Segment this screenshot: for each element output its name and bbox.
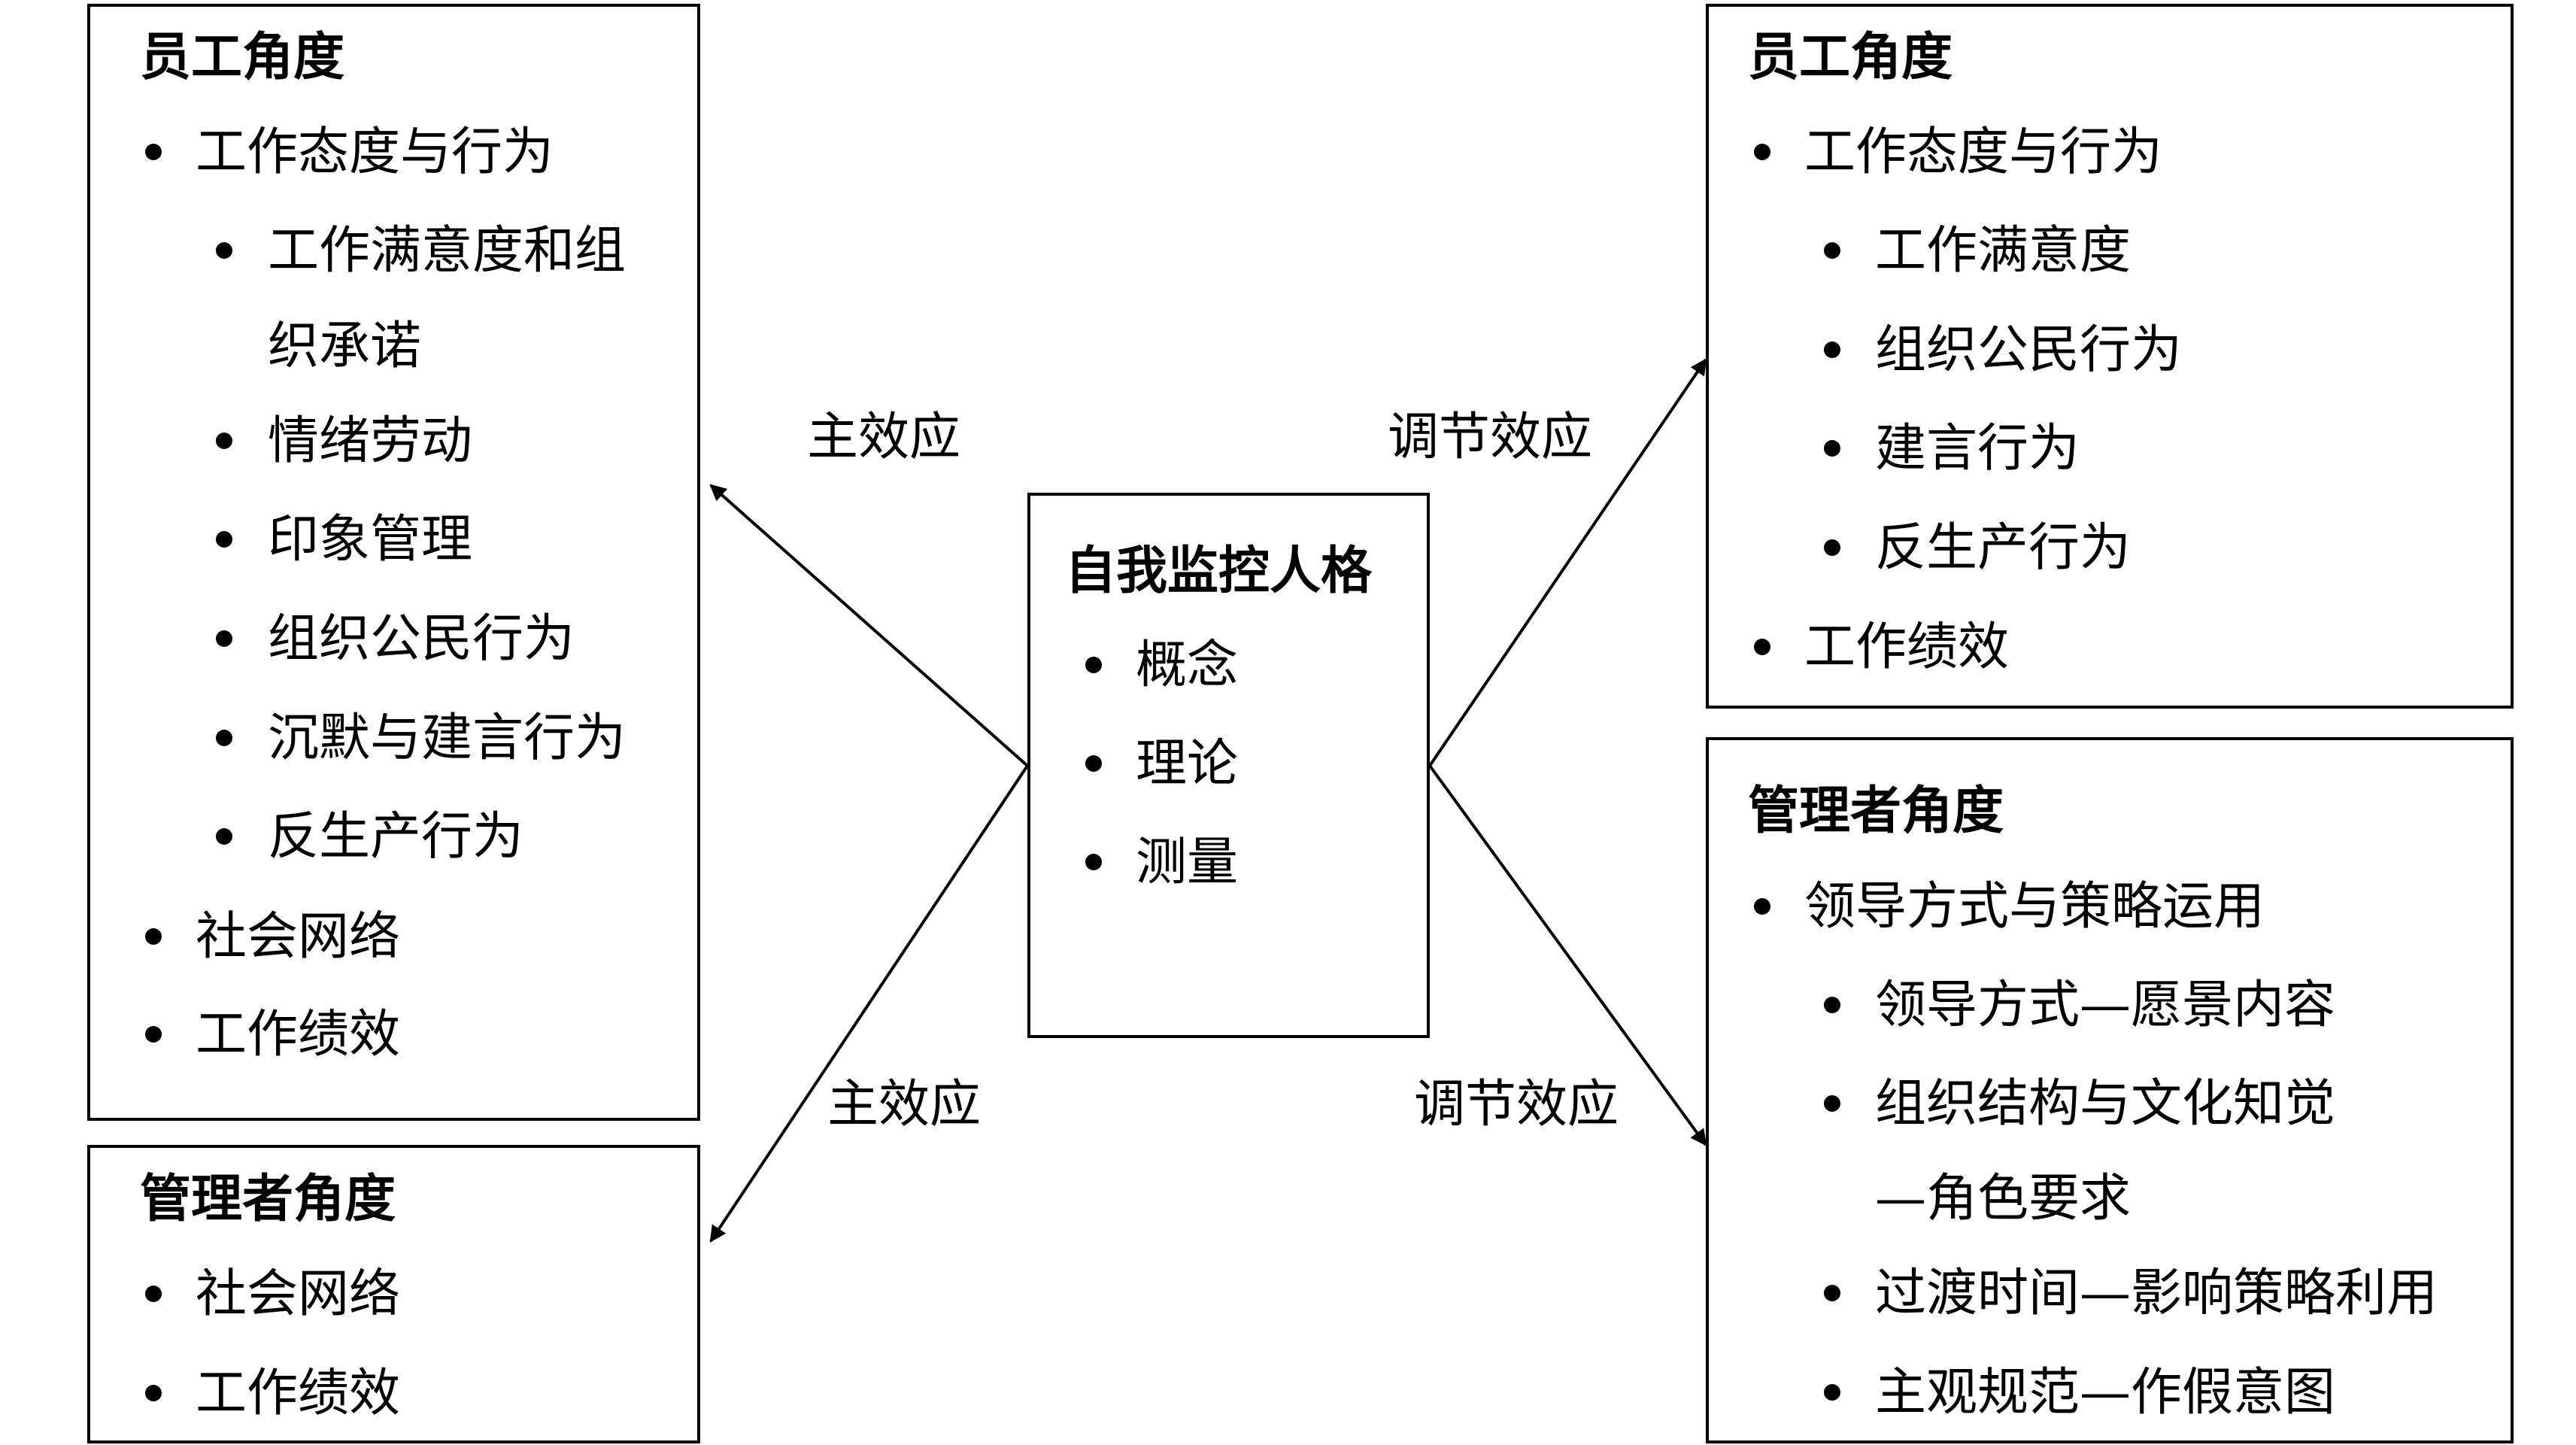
arrow-to-right-bottom: [1428, 764, 1707, 1146]
center-item: 测量: [1136, 833, 1239, 892]
right-top-subitem: 建言行为: [1875, 419, 2080, 478]
left-bottom-box: 管理者角度 社会网络 工作绩效: [87, 1145, 700, 1443]
right-top-item: 工作绩效: [1804, 618, 2010, 677]
bullet-icon: [145, 1026, 162, 1043]
left-top-box: 员工角度 工作态度与行为 工作满意度和组 织承诺 情绪劳动 印象管理 组织公民行…: [87, 4, 700, 1121]
bullet-icon: [145, 1286, 162, 1302]
left-top-subitem: 沉默与建言行为: [268, 709, 627, 768]
left-bottom-item: 社会网络: [196, 1264, 401, 1324]
bullet-icon: [216, 242, 232, 259]
left-top-subitem: 组织公民行为: [268, 609, 575, 669]
arrow-to-right-top: [1428, 358, 1707, 767]
right-top-item: 工作态度与行为: [1804, 123, 2163, 182]
bullet-icon: [1824, 539, 1840, 556]
bullet-icon: [1085, 657, 1102, 673]
bullet-icon: [216, 828, 232, 845]
right-bottom-subitem: 主观规范—作假意图: [1875, 1363, 2336, 1422]
left-bottom-item: 工作绩效: [196, 1364, 401, 1423]
right-top-title: 员工角度: [1748, 27, 1953, 87]
left-top-title: 员工角度: [140, 27, 345, 87]
left-top-subitem: 工作满意度和组: [268, 221, 627, 281]
right-bottom-subitem: 组织结构与文化知觉: [1875, 1074, 2336, 1134]
bullet-icon: [1824, 242, 1840, 259]
bullet-icon: [216, 630, 232, 647]
bullet-icon: [1754, 898, 1770, 915]
right-bottom-subitem-continued: —角色要求: [1875, 1169, 2131, 1228]
right-top-subitem: 组织公民行为: [1875, 320, 2183, 380]
right-bottom-title: 管理者角度: [1748, 781, 2004, 841]
left-top-item: 工作态度与行为: [196, 123, 554, 182]
bullet-icon: [1824, 1095, 1840, 1112]
right-bottom-subitem: 领导方式—愿景内容: [1875, 976, 2336, 1035]
right-bottom-item: 领导方式与策略运用: [1804, 877, 2265, 937]
center-item: 概念: [1136, 636, 1239, 695]
bullet-icon: [1754, 144, 1770, 160]
edge-label-right-bottom: 调节效应: [1414, 1075, 1619, 1134]
arrow-to-left-top: [709, 484, 1029, 767]
bullet-icon: [1824, 342, 1840, 358]
bullet-icon: [1754, 639, 1770, 655]
center-box-title: 自我监控人格: [1065, 541, 1373, 601]
left-top-subitem: 反生产行为: [268, 807, 524, 867]
bullet-icon: [145, 928, 162, 945]
bullet-icon: [216, 531, 232, 548]
bullet-icon: [216, 730, 232, 746]
bullet-icon: [145, 1385, 162, 1401]
bullet-icon: [216, 433, 232, 449]
edge-label-left-bottom: 主效应: [827, 1075, 982, 1134]
center-box: 自我监控人格 概念 理论 测量: [1027, 493, 1430, 1038]
arrow-to-left-bottom: [709, 764, 1029, 1243]
bullet-icon: [1085, 854, 1102, 870]
left-top-item: 社会网络: [196, 907, 401, 967]
left-top-subitem: 印象管理: [268, 510, 473, 569]
left-top-item: 工作绩效: [196, 1005, 401, 1064]
right-top-box: 员工角度 工作态度与行为 工作满意度 组织公民行为 建言行为 反生产行为 工作绩…: [1706, 4, 2514, 709]
edge-label-right-top: 调节效应: [1388, 408, 1593, 467]
left-top-subitem: 情绪劳动: [268, 411, 473, 471]
bullet-icon: [1824, 440, 1840, 457]
right-top-subitem: 反生产行为: [1875, 518, 2131, 578]
bullet-icon: [1824, 1285, 1840, 1301]
left-bottom-title: 管理者角度: [140, 1169, 396, 1229]
right-top-subitem: 工作满意度: [1875, 221, 2131, 281]
right-bottom-subitem: 过渡时间—影响策略利用: [1875, 1264, 2438, 1323]
right-bottom-box: 管理者角度 领导方式与策略运用 领导方式—愿景内容 组织结构与文化知觉 —角色要…: [1706, 737, 2514, 1443]
bullet-icon: [1824, 997, 1840, 1013]
bullet-icon: [1085, 755, 1102, 772]
bullet-icon: [145, 144, 162, 160]
edge-label-left-top: 主效应: [807, 408, 961, 467]
left-top-subitem-continued: 织承诺: [268, 317, 422, 376]
center-item: 理论: [1136, 734, 1239, 794]
bullet-icon: [1824, 1384, 1840, 1401]
